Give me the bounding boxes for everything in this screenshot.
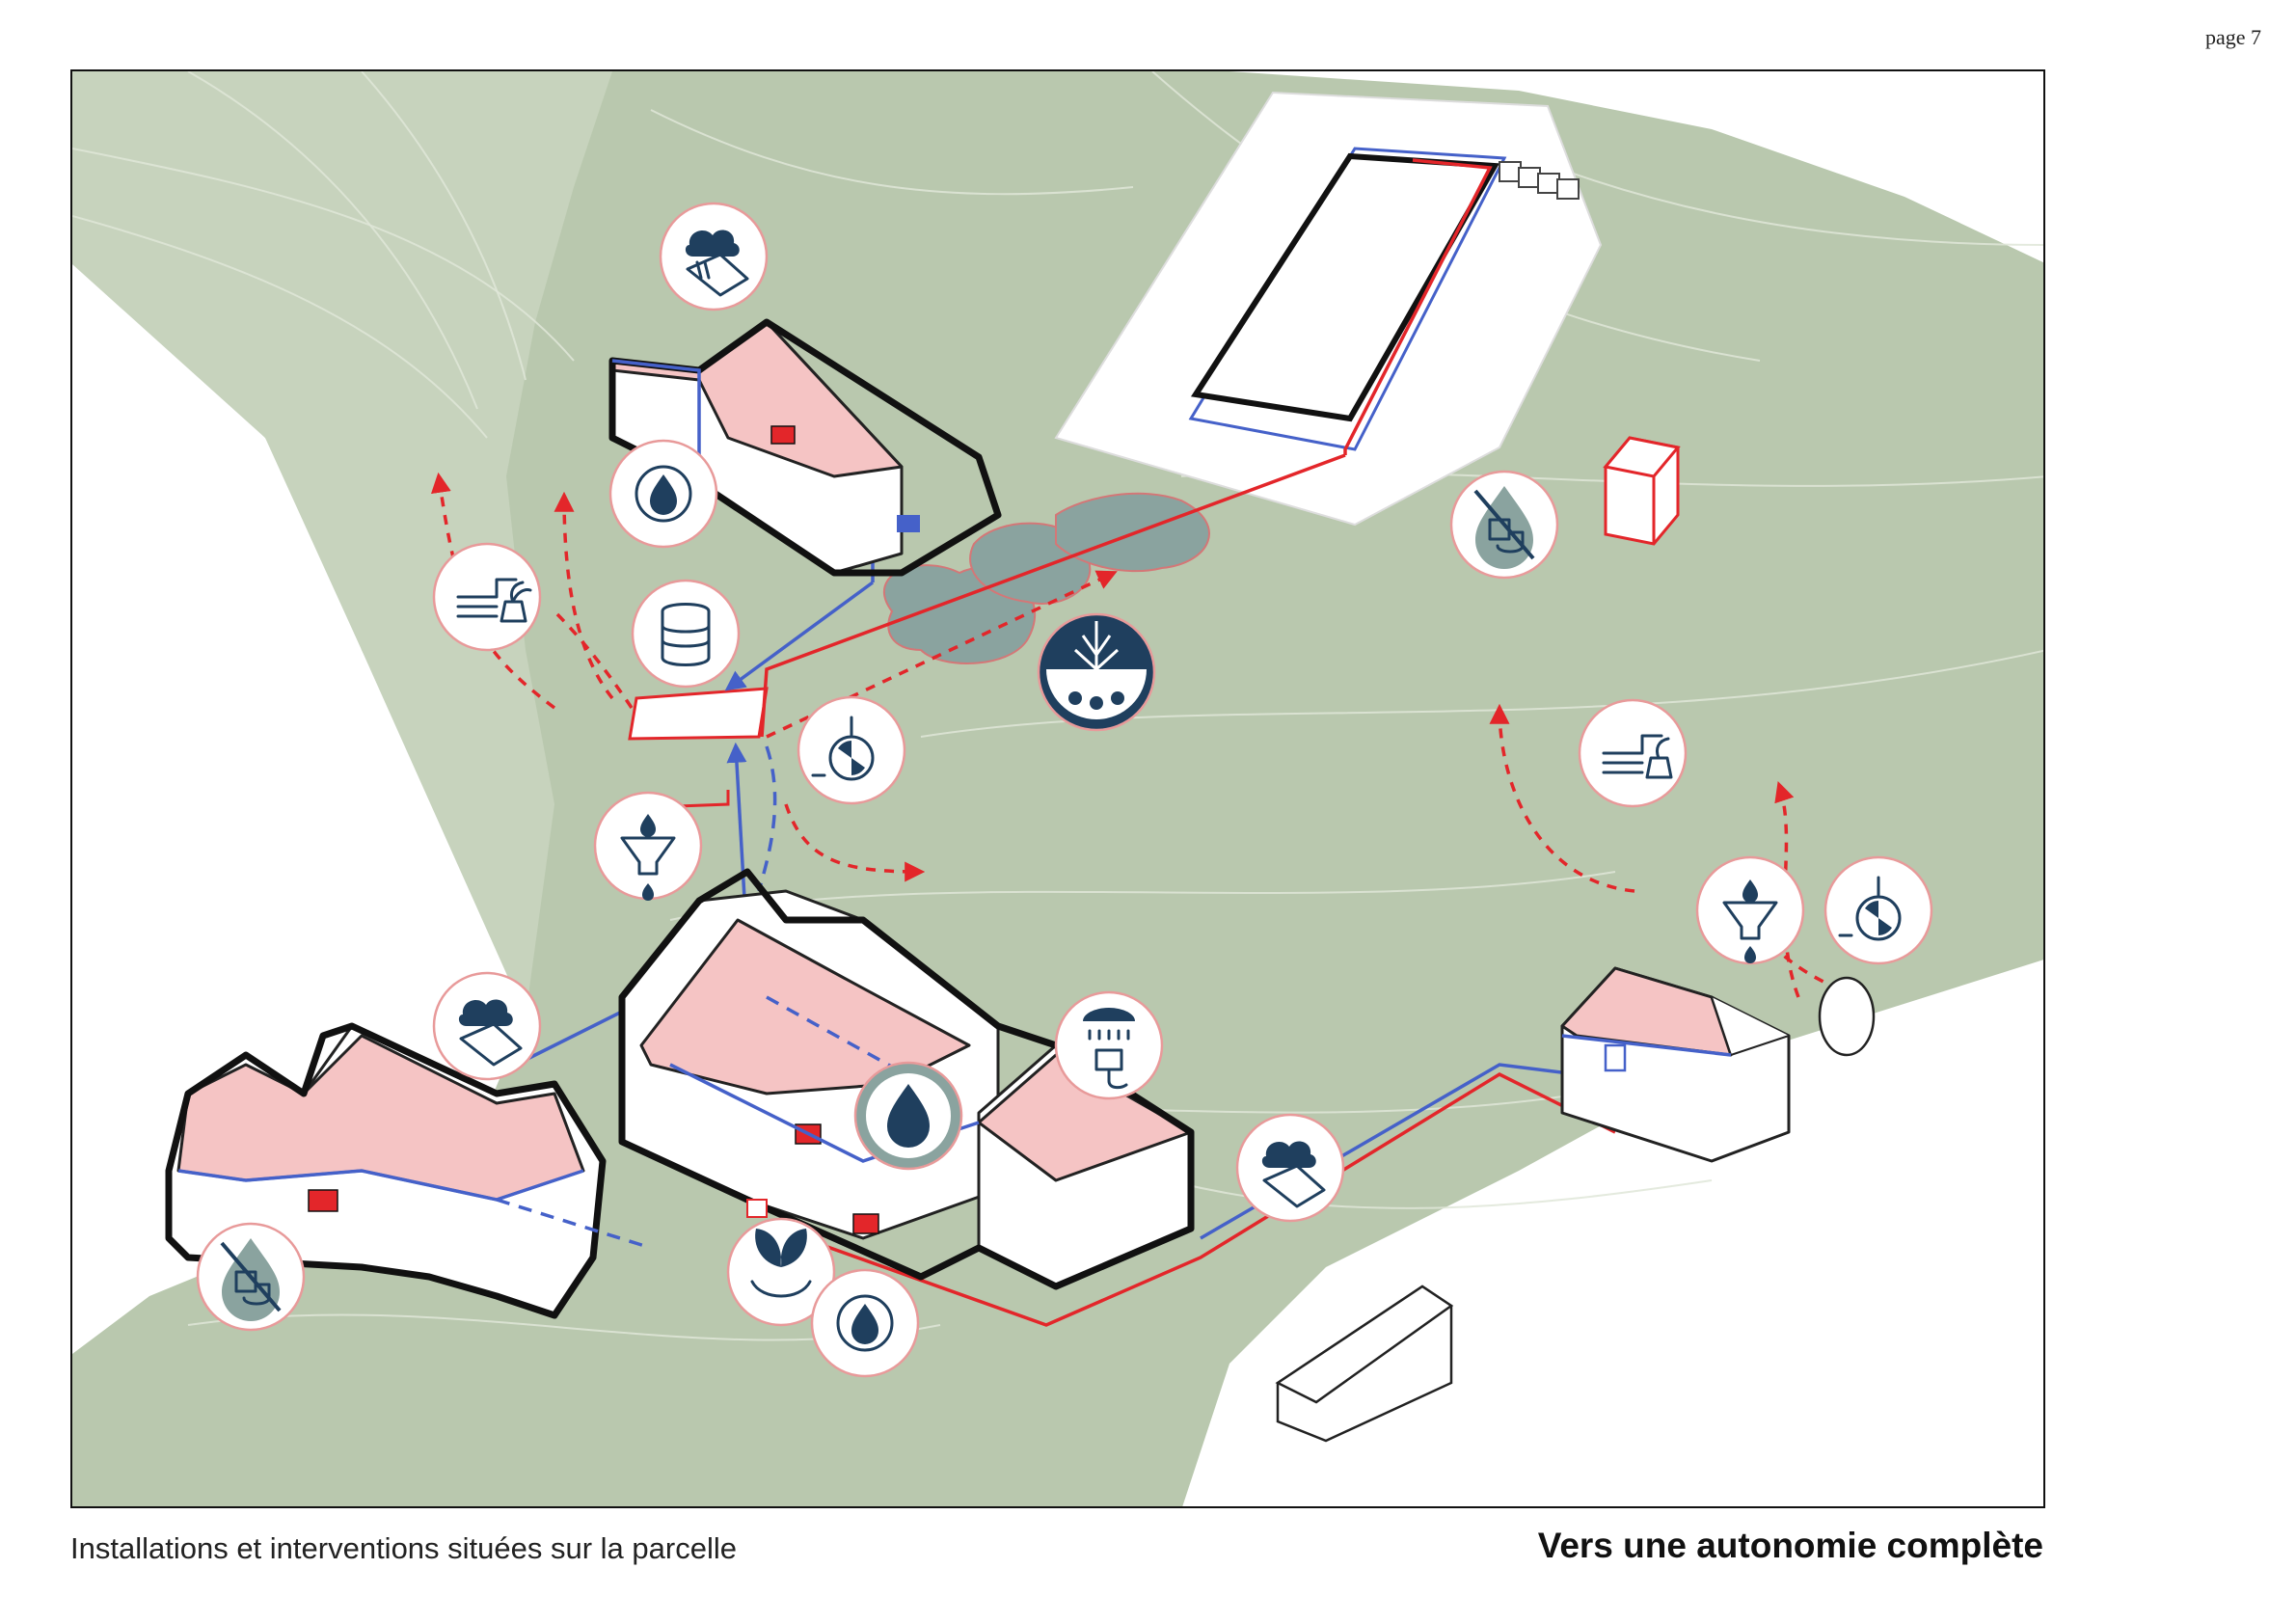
irrigation-hose-plant-icon	[1578, 698, 1688, 808]
upper-house	[608, 318, 1002, 577]
pump-valve-icon	[1823, 855, 1933, 965]
filter-funnel-icon	[1695, 855, 1805, 965]
right-house	[1560, 966, 1876, 1163]
section-title: Vers une autonomie complète	[1537, 1526, 2043, 1565]
collection-basin	[628, 687, 769, 808]
water-cycle-icon	[810, 1268, 920, 1378]
site-diagram-frame	[70, 69, 2045, 1508]
hangar-building	[1054, 91, 1603, 527]
compost-leaves-icon	[726, 1217, 836, 1327]
page-number: page 7	[2204, 25, 2261, 49]
phytoremediation-icon	[1037, 612, 1156, 732]
rain-roof-icon	[659, 202, 769, 311]
rain-roof-icon	[1235, 1113, 1345, 1223]
water-tank-icon	[631, 579, 741, 689]
irrigation-hose-plant-icon	[432, 542, 542, 652]
rain-roof-icon	[432, 971, 542, 1081]
small-shed	[1275, 1285, 1454, 1443]
site-diagram	[72, 71, 2043, 1506]
pump-valve-icon	[797, 695, 906, 805]
no-water-toilet-icon	[196, 1222, 306, 1332]
filter-funnel-icon	[593, 791, 703, 901]
water-drop-icon	[853, 1061, 963, 1171]
storage-tank-box	[1603, 436, 1681, 546]
water-cycle-icon	[608, 439, 718, 549]
terrain	[72, 71, 2043, 1506]
no-water-toilet-icon	[1449, 470, 1559, 580]
figure-caption: Installations et interventions situées s…	[70, 1531, 737, 1565]
shower-head-icon	[1054, 990, 1164, 1100]
phyto-ponds	[883, 492, 1210, 664]
